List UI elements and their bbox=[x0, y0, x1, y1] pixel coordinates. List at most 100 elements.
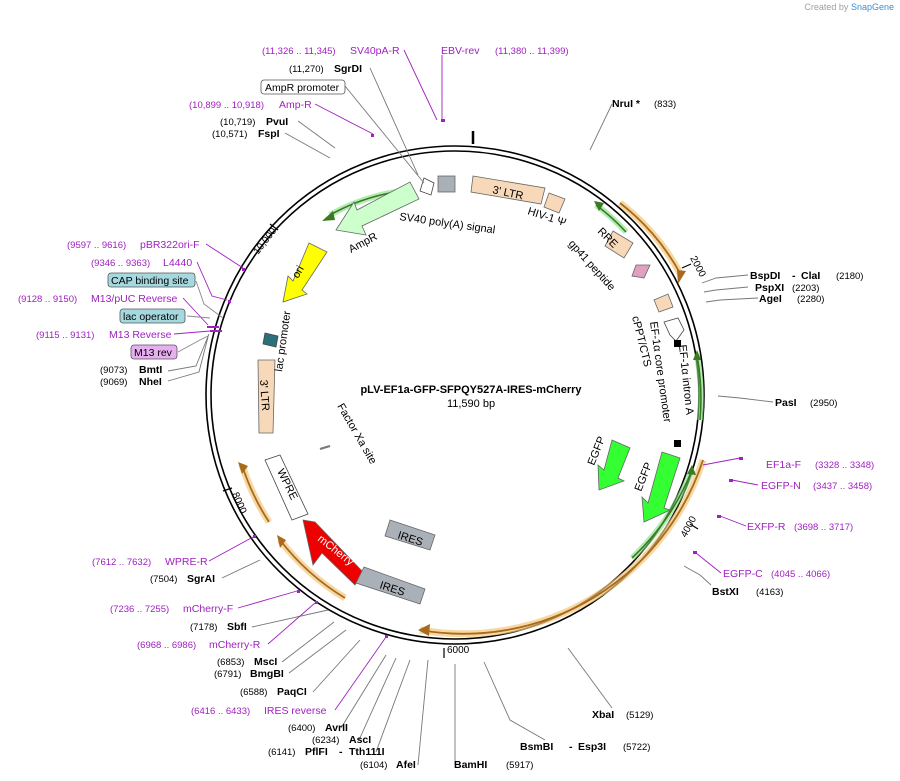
wpre-box bbox=[264, 454, 309, 521]
credit-label: Created by SnapGene bbox=[804, 2, 894, 12]
enzyme-position: (6234) bbox=[312, 735, 339, 746]
enzyme-label: BsmBI bbox=[520, 741, 553, 753]
enzyme-position: (833) bbox=[654, 99, 676, 110]
primer-range: (3437 .. 3458) bbox=[813, 481, 872, 492]
lac-promoter-arrow bbox=[262, 332, 279, 348]
enzyme-position: (7504) bbox=[150, 574, 177, 585]
ori-arrow bbox=[282, 242, 328, 303]
primer-range: (9128 .. 9150) bbox=[18, 294, 77, 305]
enzyme-position: (2950) bbox=[810, 398, 837, 409]
ruler-tick bbox=[269, 223, 279, 231]
enzyme-position: (6141) bbox=[268, 747, 295, 758]
primer-label: WPRE-R bbox=[165, 556, 208, 568]
primer-label: M13/pUC Reverse bbox=[91, 293, 178, 305]
ruler-tick bbox=[681, 263, 692, 269]
enzyme-position: (9073) bbox=[100, 365, 127, 376]
ef1a-marker-2 bbox=[674, 440, 681, 447]
primer-labels: (11,326 .. 11,345) SV40pA-R EBV-rev (11,… bbox=[18, 45, 874, 717]
feature-label: 3' LTR bbox=[257, 379, 271, 411]
enzyme-position: (2280) bbox=[797, 294, 824, 305]
ires-box-2 bbox=[355, 566, 426, 605]
enzyme-position: (7178) bbox=[190, 622, 217, 633]
ruler-tick bbox=[222, 487, 233, 492]
enzyme-label: BmtI bbox=[139, 364, 162, 376]
primer-range: (3698 .. 3717) bbox=[794, 522, 853, 533]
boxed-label: M13 rev bbox=[134, 347, 173, 359]
feature-label: SV40 poly(A) signal bbox=[399, 211, 496, 236]
primer-label: IRES reverse bbox=[264, 705, 327, 717]
boxed-label: lac operator bbox=[123, 311, 179, 323]
enzyme-label: SgrAI bbox=[187, 573, 215, 585]
enzyme-label: - bbox=[339, 746, 343, 758]
boxed-labels: AmpR promoter CAP binding site lac opera… bbox=[107, 79, 346, 360]
primer-range: (3328 .. 3348) bbox=[815, 460, 874, 471]
enzyme-position: (5129) bbox=[626, 710, 653, 721]
enzyme-label: XbaI bbox=[592, 709, 614, 721]
enzyme-label: AscI bbox=[349, 734, 371, 746]
ruler-label: 8000 bbox=[229, 491, 248, 516]
enzyme-label: FspI bbox=[258, 128, 280, 140]
enzyme-position: (6853) bbox=[217, 657, 244, 668]
feature-label: Factor Xa site bbox=[334, 402, 378, 467]
enzyme-label: SbfI bbox=[227, 621, 247, 633]
primer-label: pBR322ori-F bbox=[140, 239, 200, 251]
enzyme-label: NruI * bbox=[612, 98, 641, 110]
primer-label: EXFP-R bbox=[747, 521, 786, 533]
ruler-label: 10,000 bbox=[252, 226, 280, 257]
ruler-label: 2000 bbox=[687, 254, 707, 279]
hiv-psi-box bbox=[543, 192, 566, 214]
plasmid-name: pLV-EF1a-GFP-SFPQY527A-IRES-mCherry bbox=[360, 384, 582, 396]
enzyme-label: PaqCI bbox=[277, 686, 307, 698]
ltr-5-box bbox=[470, 175, 546, 205]
enzyme-position: (5722) bbox=[623, 742, 650, 753]
features bbox=[257, 175, 685, 605]
enzyme-label: PasI bbox=[775, 397, 797, 409]
enzyme-label: NheI bbox=[139, 376, 162, 388]
rre-box bbox=[604, 230, 634, 259]
boxed-label: AmpR promoter bbox=[265, 82, 340, 94]
enzyme-position: (6791) bbox=[214, 669, 241, 680]
enzyme-label: - bbox=[792, 270, 796, 282]
enzyme-label: PflFI bbox=[305, 746, 328, 758]
mcherry-arrow bbox=[302, 519, 364, 586]
enzyme-position: (4163) bbox=[756, 587, 783, 598]
enzyme-label: AvrII bbox=[325, 722, 348, 734]
gp41-arrow bbox=[631, 264, 651, 279]
enzyme-position: (6588) bbox=[240, 687, 267, 698]
primer-label: Amp-R bbox=[279, 99, 312, 111]
leader-lines bbox=[167, 49, 774, 766]
enzyme-label: AgeI bbox=[759, 293, 782, 305]
primer-range: (7612 .. 7632) bbox=[92, 557, 151, 568]
ef1a-marker bbox=[674, 340, 681, 347]
primer-label: mCherry-R bbox=[209, 639, 261, 651]
primer-range: (9597 .. 9616) bbox=[67, 240, 126, 251]
ef1a-core-arrow bbox=[663, 317, 685, 342]
enzyme-label: Tth111I bbox=[349, 746, 385, 758]
primer-label: M13 Reverse bbox=[109, 329, 172, 341]
primer-range: (10,899 .. 10,918) bbox=[189, 100, 264, 111]
plasmid-length: 11,590 bp bbox=[447, 398, 495, 410]
enzyme-label: BstXI bbox=[712, 586, 739, 598]
ltr-3-box bbox=[257, 359, 276, 434]
enzyme-label: Esp3I bbox=[578, 741, 606, 753]
enzyme-label: AfeI bbox=[396, 759, 416, 771]
credit-prefix: Created by bbox=[804, 2, 849, 12]
ruler-label: 6000 bbox=[447, 645, 470, 656]
center-title: pLV-EF1a-GFP-SFPQY527A-IRES-mCherry 11,5… bbox=[360, 384, 582, 410]
ires-box-1 bbox=[384, 519, 436, 551]
ampr-arrow bbox=[335, 181, 420, 236]
primer-range: (4045 .. 4066) bbox=[771, 569, 830, 580]
primer-label: EGFP-C bbox=[723, 568, 763, 580]
cppt-box bbox=[653, 293, 674, 313]
primer-label: EBV-rev bbox=[441, 45, 480, 57]
enzyme-position: (2180) bbox=[836, 271, 863, 282]
orf-arcs bbox=[238, 200, 707, 638]
feature-label: HIV-1 Ψ bbox=[526, 205, 568, 229]
enzyme-label: BmgBI bbox=[250, 668, 284, 680]
primer-range: (6968 .. 6986) bbox=[137, 640, 196, 651]
factor-xa-mark bbox=[319, 445, 331, 450]
enzyme-position: (6104) bbox=[360, 760, 387, 771]
enzyme-position: (2203) bbox=[792, 283, 819, 294]
feature-label: EF-1α intron A bbox=[676, 344, 695, 416]
